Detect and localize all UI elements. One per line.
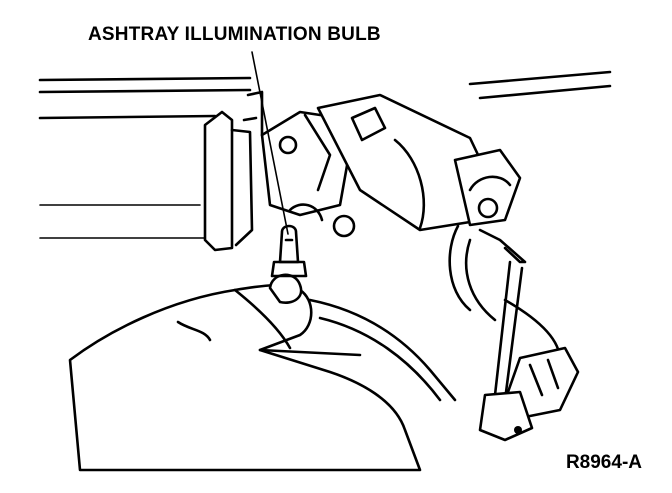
bulb-cord	[308, 298, 457, 402]
figure-code: R8964-A	[565, 452, 642, 473]
panel-lines	[38, 70, 612, 239]
wiring-harness	[448, 224, 562, 402]
wire-connector	[478, 346, 580, 442]
callout-leader-line	[251, 51, 289, 235]
callout-label: ASHTRAY ILLUMINATION BULB	[88, 24, 381, 45]
illumination-bulb	[270, 224, 308, 278]
ashtray-housing	[203, 90, 264, 252]
actuator-unit	[316, 93, 522, 232]
technician-hand	[68, 273, 422, 472]
bulb-socket-housing	[260, 110, 356, 238]
